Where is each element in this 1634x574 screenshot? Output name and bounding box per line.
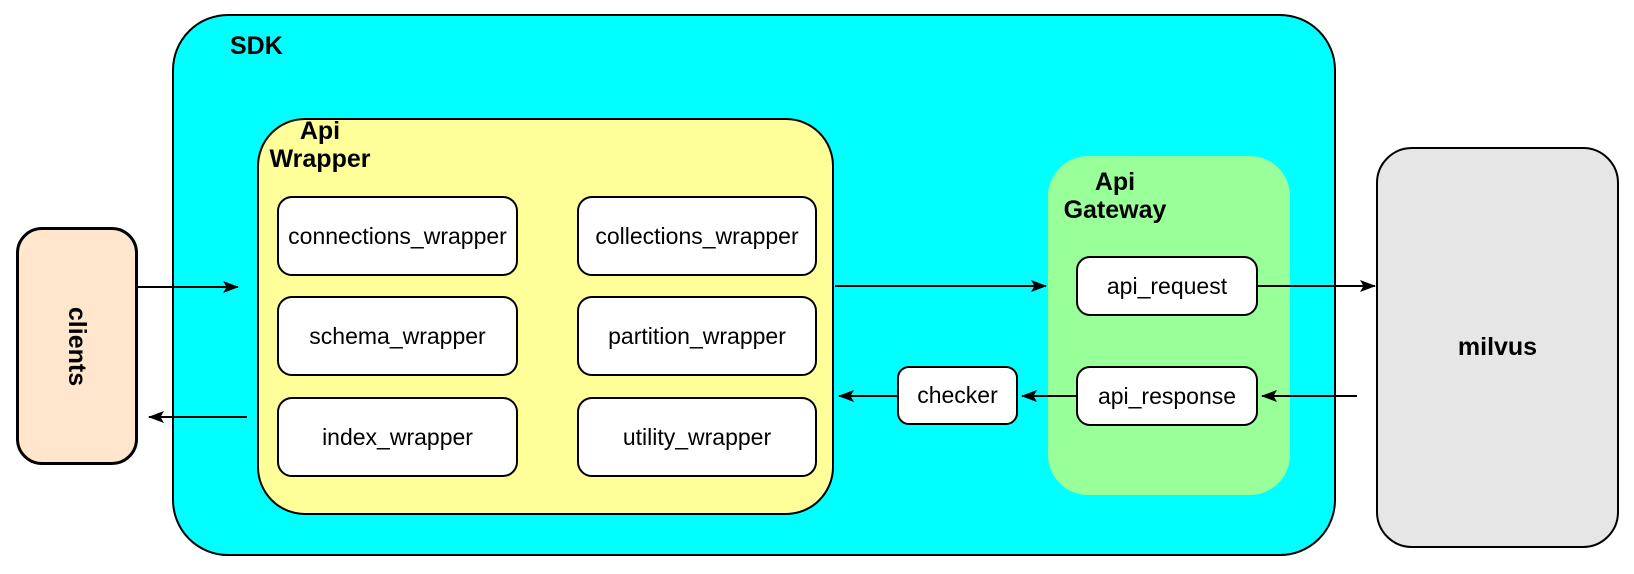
api-wrapper-label: Api Wrapper	[269, 117, 371, 173]
api-response-node: api_response	[1076, 366, 1258, 426]
module-index-wrapper: index_wrapper	[277, 397, 518, 477]
module-partition-wrapper: partition_wrapper	[577, 296, 817, 376]
module-connections-wrapper: connections_wrapper	[277, 196, 518, 276]
module-utility-wrapper: utility_wrapper	[577, 397, 817, 477]
module-collections-wrapper: collections_wrapper	[577, 196, 817, 276]
module-schema-wrapper: schema_wrapper	[277, 296, 518, 376]
api-gateway-label: Api Gateway	[1063, 168, 1167, 224]
milvus-node: milvus	[1376, 147, 1619, 548]
milvus-label: milvus	[1457, 333, 1538, 361]
sdk-label: SDK	[230, 32, 283, 60]
api-request-node: api_request	[1076, 256, 1258, 316]
checker-node: checker	[897, 366, 1018, 425]
clients-node: clients	[16, 227, 138, 465]
clients-label: clients	[63, 306, 92, 386]
api-gateway-container	[1048, 156, 1290, 495]
